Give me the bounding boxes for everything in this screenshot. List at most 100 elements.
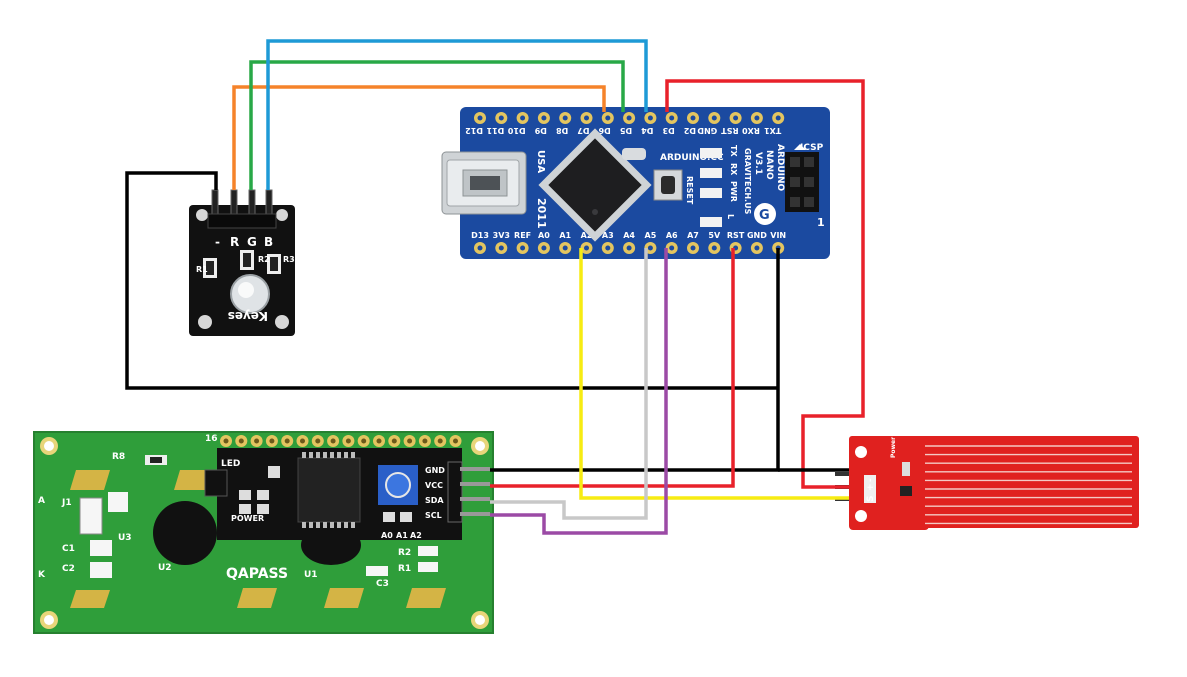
wire-rgb-blue: [266, 39, 648, 190]
lcd-label-a2: A2: [410, 531, 422, 540]
nano-top-pin-label: GND: [697, 126, 717, 135]
nano-reset-label: RESET: [685, 176, 694, 205]
svg-text:G: G: [759, 208, 770, 223]
nano-icsp-num: 1: [817, 216, 825, 229]
nano-rx: RX: [729, 163, 738, 176]
nano-bottom-pin-label: D13: [471, 231, 489, 240]
nano-bottom-pin-label: GND: [747, 231, 767, 240]
lcd-label-r2: R2: [398, 548, 411, 558]
mini-usb-connector: [441, 151, 527, 215]
nano-bottom-pin-label: A2: [581, 231, 593, 240]
rgb-pin-gnd: -: [215, 235, 220, 249]
wire-a1-sensor-signal: [579, 248, 849, 500]
nano-bottom-pin-label: A7: [687, 231, 699, 240]
lcd-label-16: 16: [205, 434, 218, 444]
nano-model-2: NANO: [764, 150, 774, 180]
nano-bottom-pin-label: 5V: [708, 231, 721, 240]
nano-bottom-pin-label: A0: [538, 231, 550, 240]
rgb-led-module: - R G B R1 R2 R3 Keyes: [189, 189, 295, 336]
lcd-label-u1: U1: [304, 570, 318, 580]
nano-top-pin-label: RX0: [742, 126, 760, 135]
nano-bottom-pin-label: VIN: [770, 231, 786, 240]
nano-site: ARDUINO.CC: [660, 153, 724, 163]
rgb-logo: Keyes: [228, 309, 268, 323]
nano-icsp: ICSP: [800, 143, 824, 153]
lcd-pin-header: [220, 435, 462, 447]
nano-bottom-pin-label: REF: [514, 231, 531, 240]
water-level-sensor: S + - Power: [835, 436, 1139, 530]
sensor-pin-s: S: [866, 496, 876, 502]
lcd-label-a: A: [38, 496, 45, 506]
wire-d4-sensor-vcc: [665, 79, 865, 489]
rgb-chip-label-2: R2: [258, 255, 270, 264]
nano-bottom-pin-label: 3V3: [493, 231, 510, 240]
lcd-label-r8: R8: [112, 452, 125, 462]
sensor-pin-plus: +: [866, 483, 876, 491]
wires: [125, 39, 865, 535]
lcd-brand: QAPASS: [226, 566, 288, 582]
sensor-power-label: Power: [890, 437, 897, 458]
lcd-label-a1: A1: [396, 531, 408, 540]
nano-top-pin-label: D4: [641, 126, 654, 135]
wire-rgb-green: [249, 60, 625, 190]
rgb-chip-label-3: R3: [283, 255, 295, 264]
wire-5v-lcd-vcc: [490, 248, 735, 488]
wire-gnd-bus: [490, 248, 780, 472]
i2c-pin-sda: SDA: [425, 496, 444, 505]
lcd-label-c2: C2: [62, 564, 75, 574]
nano-bottom-pin-label: A6: [666, 231, 678, 240]
wire-rgb-gnd: [125, 171, 778, 390]
nano-tx: TX: [729, 145, 738, 157]
nano-top-pin-label: D11: [486, 126, 504, 135]
icsp-header: [785, 152, 819, 212]
wire-a5-scl: [490, 248, 668, 535]
nano-pwr: PWR: [729, 181, 738, 202]
rgb-chip-label-1: R1: [196, 265, 208, 274]
nano-model-4: GRAVITECH.US: [743, 148, 752, 215]
lcd-label-u3: U3: [118, 533, 132, 543]
i2c-pin-vcc: VCC: [425, 481, 443, 490]
nano-top-pin-label: D2: [684, 126, 696, 135]
i2c-pin-scl: SCL: [425, 511, 442, 520]
nano-top-pin-label: D6: [598, 126, 611, 135]
nano-model-1: ARDUINO: [775, 144, 785, 192]
nano-top-header: [474, 112, 785, 124]
nano-top-pin-label: D8: [556, 126, 569, 135]
nano-bottom-header: [474, 242, 785, 254]
reset-button[interactable]: [653, 169, 683, 201]
nano-bottom-pin-label: A1: [559, 231, 571, 240]
wire-rgb-red: [232, 85, 606, 190]
i2c-backpack: LED POWER A0 A1 A2 GND VCC SDA SCL: [204, 448, 490, 540]
lcd-led-label: LED: [221, 459, 240, 469]
nano-bottom-pin-label: A4: [623, 231, 635, 240]
nano-usa: USA: [535, 150, 546, 173]
lcd-label-c1: C1: [62, 544, 75, 554]
sensor-pin-minus: -: [866, 478, 876, 482]
lcd-power-label: POWER: [231, 514, 264, 523]
nano-year: 2011: [535, 198, 548, 229]
nano-model-3: V3.1: [753, 152, 763, 175]
nano-top-pin-label: D9: [534, 126, 547, 135]
nano-bottom-pin-label: A3: [602, 231, 614, 240]
nano-top-pin-label: TX1: [764, 126, 782, 135]
lcd-label-u2: U2: [158, 563, 172, 573]
nano-l: L: [726, 214, 735, 219]
rgb-pin-b: B: [264, 235, 273, 249]
lcd-label-r1: R1: [398, 564, 411, 574]
nano-top-pin-label: D10: [507, 126, 525, 135]
lcd-label-a0: A0: [381, 531, 393, 540]
lcd-i2c-module: R8 A K J1 U3 C1 C2 U2 R2 R1 C3 U1 QAPASS…: [33, 431, 494, 634]
i2c-pin-gnd: GND: [425, 466, 445, 475]
nano-top-pin-label: D5: [619, 126, 632, 135]
rgb-pin-r: R: [230, 235, 239, 249]
nano-top-pin-label: D3: [662, 126, 674, 135]
sensor-traces: [925, 445, 1132, 525]
rgb-pin-g: G: [247, 235, 257, 249]
nano-top-pin-label: D7: [577, 126, 589, 135]
wire-a4-sda: [490, 248, 648, 520]
nano-top-pin-label: RST: [721, 126, 739, 135]
